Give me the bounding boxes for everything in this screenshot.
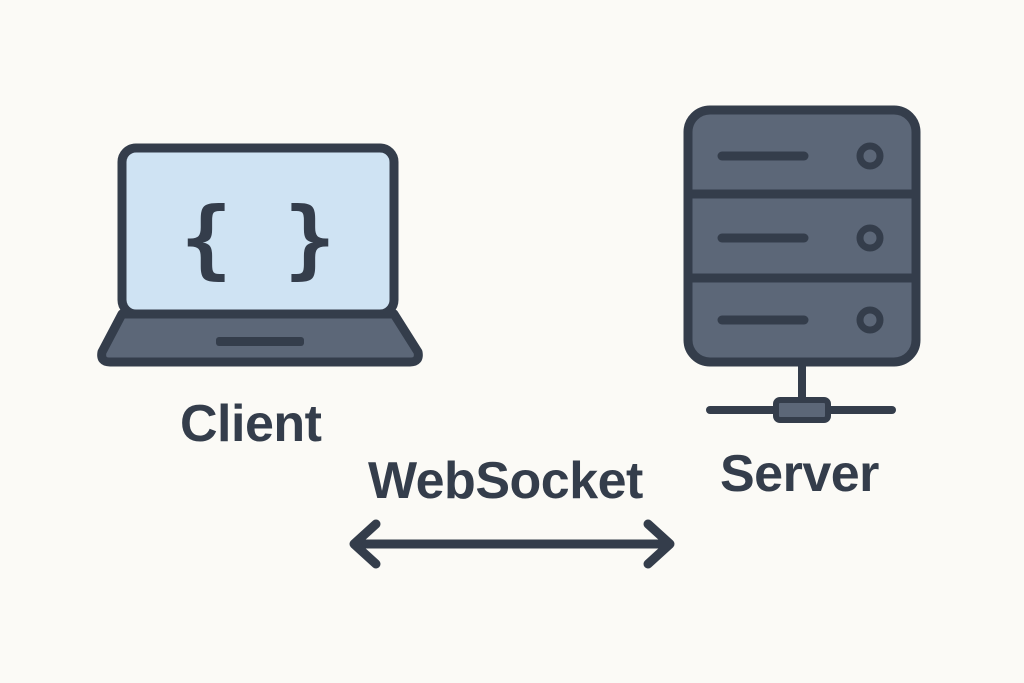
laptop-trackpad (216, 337, 304, 346)
arrow-head-right (643, 519, 675, 569)
code-braces-glyph: { } (180, 189, 335, 289)
bidirectional-arrow-icon (349, 519, 675, 569)
arrow-head-left (349, 519, 381, 569)
server-rack-icon (683, 105, 921, 423)
websocket-label: WebSocket (368, 452, 643, 510)
status-light (856, 306, 884, 334)
status-light (856, 142, 884, 170)
network-connector (773, 397, 831, 423)
laptop-icon: { } (97, 143, 423, 367)
server-label: Server (720, 445, 879, 503)
status-light (856, 224, 884, 252)
client-label: Client (180, 395, 322, 453)
